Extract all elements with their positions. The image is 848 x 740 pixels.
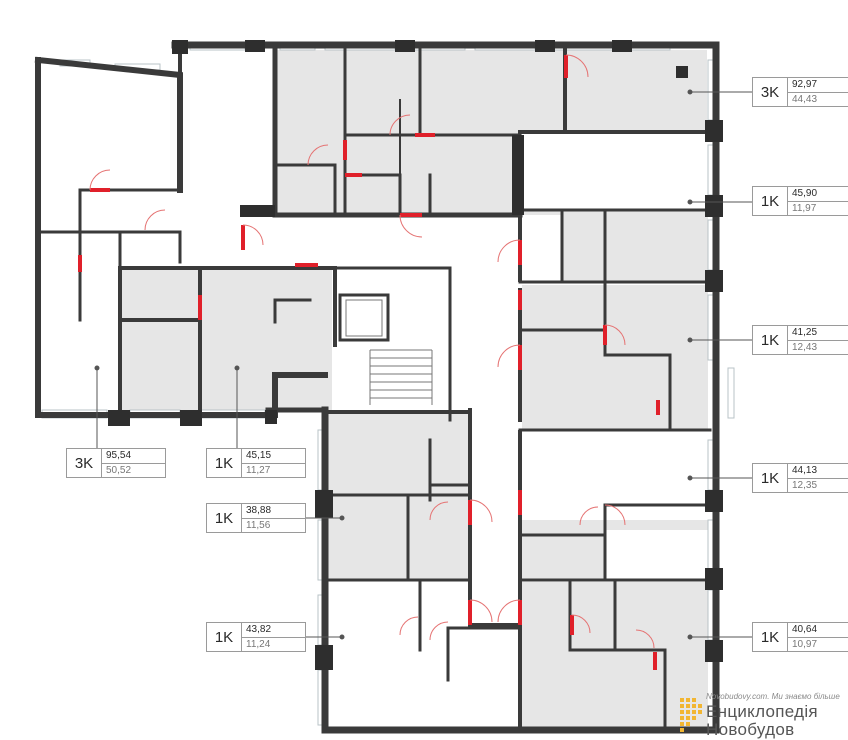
total-area: 45,90	[792, 188, 818, 200]
total-area: 95,54	[106, 450, 132, 462]
total-area: 45,15	[246, 450, 272, 462]
total-area: 43,82	[246, 624, 272, 636]
living-area: 11,97	[788, 200, 848, 216]
living-area: 50,52	[102, 462, 165, 478]
living-area: 12,43	[788, 339, 848, 355]
watermark-tagline: Novobudovy.com. Ми знаємо більше	[706, 692, 840, 701]
living-area: 11,27	[242, 462, 305, 478]
room-white-1	[522, 132, 708, 210]
apartment-type: 1K	[207, 449, 242, 477]
stairwell	[338, 293, 433, 405]
apartment-type: 1K	[753, 464, 788, 492]
living-area: 12,35	[788, 477, 848, 493]
living-area: 10,97	[788, 636, 848, 652]
living-area: 11,56	[242, 517, 305, 533]
apt-1k-r1-fill	[562, 210, 708, 282]
apartment-type: 1K	[207, 504, 242, 532]
room-white-4	[605, 530, 708, 580]
door-swings	[89, 54, 655, 649]
corridor	[470, 220, 522, 620]
room-white-3	[325, 582, 470, 722]
logo-icon	[680, 698, 702, 732]
total-area: 41,25	[792, 327, 818, 339]
watermark: Novobudovy.com. Ми знаємо більше Енцикло…	[680, 690, 846, 739]
apartment-type: 3K	[753, 78, 788, 106]
total-area: 38,88	[246, 505, 272, 517]
total-area: 44,13	[792, 465, 818, 477]
apartment-type: 1K	[753, 187, 788, 215]
living-area: 44,43	[788, 91, 848, 107]
living-area: 11,24	[242, 636, 305, 652]
columns	[108, 40, 723, 670]
watermark-line-1: Енциклопедія	[706, 702, 818, 721]
total-area: 40,64	[792, 624, 818, 636]
room-white-2	[522, 432, 708, 520]
watermark-line-2: Новобудов	[706, 720, 795, 739]
apartment-type: 1K	[753, 326, 788, 354]
apt-1k-r2-fill	[522, 285, 708, 430]
apartment-type: 1K	[753, 623, 788, 651]
total-area: 92,97	[792, 79, 818, 91]
doors	[78, 55, 660, 670]
apartment-type: 3K	[67, 449, 102, 477]
room-white-5	[200, 270, 332, 410]
apartment-type: 1K	[207, 623, 242, 651]
